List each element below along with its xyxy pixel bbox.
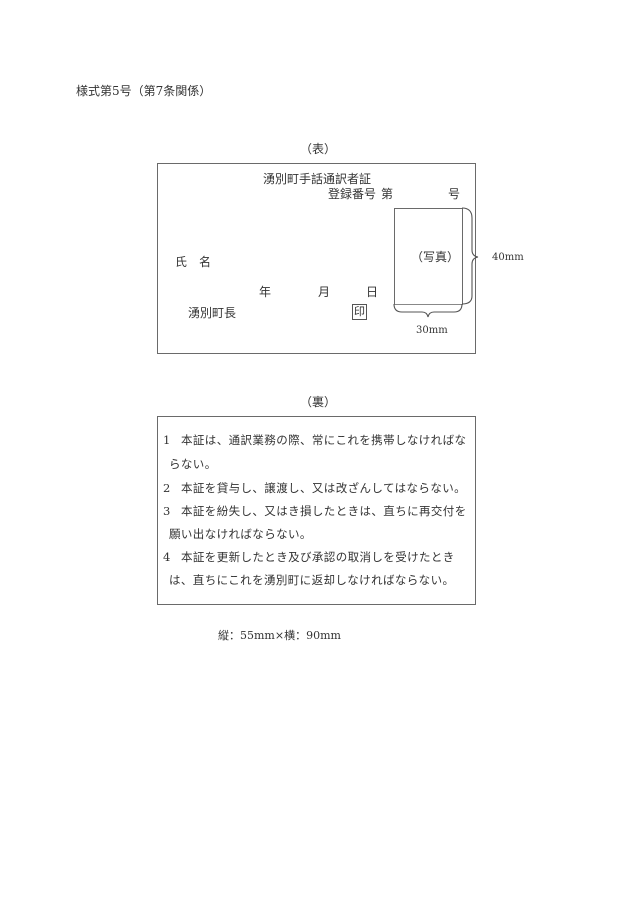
- seal-mark: 印: [352, 304, 367, 320]
- date-day-label: 日: [366, 285, 379, 299]
- rule-number: 3: [163, 504, 171, 518]
- front-card: [157, 163, 476, 354]
- back-card: [157, 416, 476, 605]
- registration-label: 登録番号: [328, 187, 377, 201]
- issuer-label: 湧別町長: [188, 306, 237, 320]
- card-title: 湧別町手話通訳者証: [263, 172, 372, 186]
- registration-prefix: 第: [381, 187, 394, 201]
- photo-placeholder: [394, 208, 463, 305]
- photo-height-label: 40mm: [492, 252, 524, 263]
- rule-text: 本証を貸与し、譲渡し、又は改ざんしてはならない。: [181, 481, 467, 495]
- rule-number: 4: [163, 550, 171, 564]
- rule-text: 本証は、通訳業務の際、常にこれを携帯しなければな: [181, 433, 467, 447]
- photo-label: （写真）: [411, 250, 460, 264]
- rule-text-continued: らない。: [169, 457, 217, 471]
- rule-number: 1: [163, 433, 171, 447]
- rule-text-continued: 願い出なければならない。: [169, 527, 312, 541]
- name-label: 氏 名: [175, 255, 212, 269]
- date-year-label: 年: [259, 285, 272, 299]
- date-month-label: 月: [318, 285, 331, 299]
- rule-number: 2: [163, 481, 171, 495]
- registration-suffix: 号: [448, 187, 461, 201]
- back-heading: （裏）: [300, 395, 337, 409]
- rule-text: 本証を更新したとき及び承認の取消しを受けたとき: [181, 550, 455, 564]
- front-heading: （表）: [300, 142, 337, 156]
- photo-width-label: 30mm: [416, 325, 448, 336]
- rule-text-continued: は、直ちにこれを湧別町に返却しなければならない。: [169, 573, 455, 587]
- size-note: 縦：55mm×横：90mm: [218, 629, 341, 642]
- form-label: 様式第5号（第7条関係）: [76, 84, 212, 98]
- rule-text: 本証を紛失し、又はき損したときは、直ちに再交付を: [181, 504, 467, 518]
